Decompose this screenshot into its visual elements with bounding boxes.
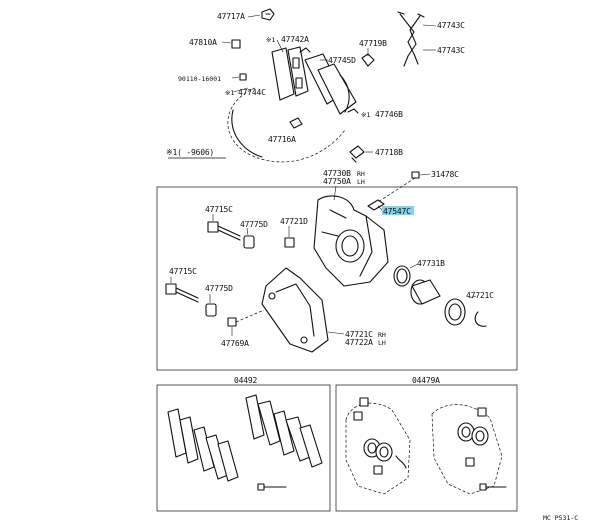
part-47719B — [361, 53, 375, 67]
label-47743C-b: 47743C — [437, 46, 465, 55]
label-47810A: 47810A — [189, 38, 217, 47]
label-47775D-b: 47775D — [205, 284, 233, 293]
caliper-section — [156, 171, 518, 371]
label-rh-1: RH — [357, 170, 365, 178]
label-figure-code: MC P531-C — [543, 514, 578, 522]
label-lh-1: LH — [357, 178, 365, 186]
label-note: ※1( -9606) — [166, 148, 214, 157]
label-47731B: 47731B — [417, 259, 445, 268]
label-47719B: 47719B — [359, 39, 387, 48]
label-47746B: 47746B — [375, 110, 403, 119]
label-rh-2: RH — [378, 331, 386, 339]
part-47769A — [227, 317, 237, 327]
part-31478C — [411, 171, 420, 179]
label-47742A: 47742A — [281, 35, 309, 44]
label-47775D-a: 47775D — [240, 220, 268, 229]
label-47717A: 47717A — [217, 12, 245, 21]
kit-04492-section — [156, 384, 331, 512]
kit-04479A-box — [335, 384, 518, 512]
caliper-body — [313, 195, 389, 287]
part-47716A — [289, 117, 303, 129]
slide-pin-bolts — [165, 221, 241, 303]
piston-boot — [444, 298, 487, 327]
rotor-outline — [227, 87, 346, 163]
kit-04479A-section — [335, 384, 518, 512]
label-47715C-a: 47715C — [205, 205, 233, 214]
label-47715C-b: 47715C — [169, 267, 197, 276]
label-star-2: ※1 — [225, 89, 234, 97]
part-47721D — [284, 237, 295, 248]
caliper-box — [156, 186, 518, 371]
kit-04492-box — [156, 384, 331, 512]
label-47718B: 47718B — [375, 148, 403, 157]
part-47718B — [349, 145, 365, 163]
label-star-3: ※1 — [361, 111, 370, 119]
label-47750A: 47750A — [323, 177, 351, 186]
label-31478C: 31478C — [431, 170, 459, 179]
brake-pads-top — [271, 46, 357, 115]
part-90110 — [239, 73, 247, 81]
label-star-1: ※1 — [266, 36, 275, 44]
label-lh-2: LH — [378, 339, 386, 347]
label-47721C: 47721C — [466, 291, 494, 300]
part-47547C — [367, 199, 385, 211]
mounting-bracket — [261, 267, 329, 353]
highlight-47547C — [382, 206, 414, 215]
label-90110: 90110-16001 — [178, 75, 221, 83]
label-kit-04479A: 04479A — [412, 376, 440, 385]
part-47810A — [231, 39, 241, 49]
label-47716A: 47716A — [268, 135, 296, 144]
piston — [393, 265, 441, 305]
part-47717A — [261, 8, 275, 21]
label-47745D: 47745D — [328, 56, 356, 65]
anti-squeal-springs — [397, 11, 425, 67]
label-47744C: 47744C — [238, 88, 266, 97]
label-47730B: 47730B — [323, 169, 351, 178]
bushings — [205, 235, 255, 317]
label-kit-04492: 04492 — [234, 376, 257, 385]
label-47743C-a: 47743C — [437, 21, 465, 30]
label-47721D: 47721D — [280, 217, 308, 226]
part-labels: 47717A 47810A 90110-16001 ※1 47742A 4774… — [166, 12, 578, 522]
label-47722A-lh: 47722A — [345, 338, 373, 347]
top-section — [168, 8, 437, 163]
label-47721C-rh: 47721C — [345, 330, 373, 339]
label-47547C: 47547C — [383, 207, 411, 216]
label-47769A: 47769A — [221, 339, 249, 348]
rotor-edge — [231, 109, 263, 158]
